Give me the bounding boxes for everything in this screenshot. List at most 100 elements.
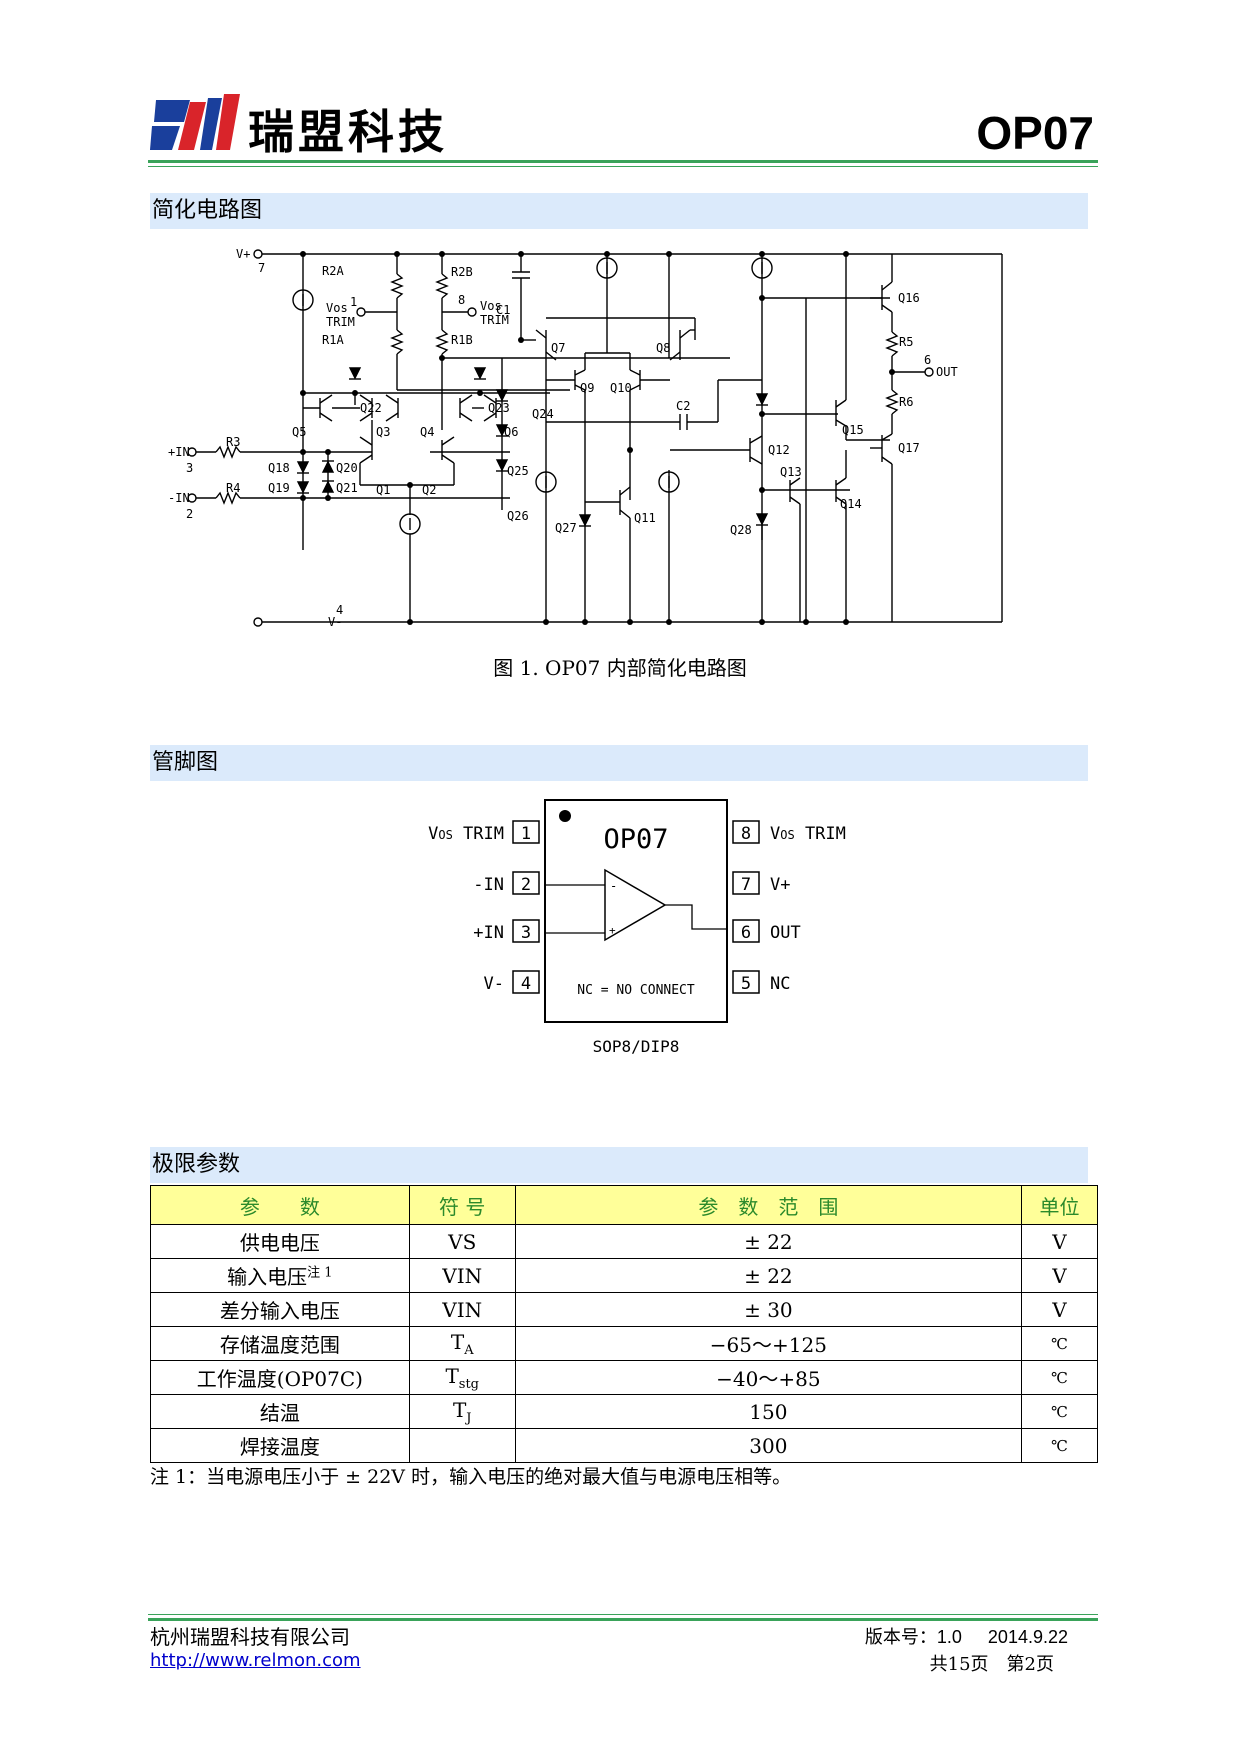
symbol-cell: VIN (408, 1292, 516, 1327)
table-row: 焊接温度 300 ℃ (150, 1428, 1098, 1463)
symbol-cell (408, 1428, 516, 1463)
label-r1b: R1B (451, 333, 473, 347)
company-logo (150, 92, 242, 152)
footer-url-link[interactable]: http://www.relmon.com (150, 1650, 361, 1671)
label-c1: C1 (496, 303, 510, 317)
pinout-diagram: OP07 - + NC = NO CONNECT 1 2 3 4 8 7 6 5… (428, 799, 846, 1056)
label-q20: Q20 (336, 461, 358, 475)
pin-2-num: 2 (521, 875, 531, 895)
header-param: 参 数 (150, 1185, 410, 1225)
label-q26: Q26 (507, 509, 529, 523)
label-r1a: R1A (322, 333, 344, 347)
label-pin3: 3 (186, 461, 193, 475)
range-cell: −65～+125 (514, 1326, 1023, 1361)
pin-6-name: OUT (770, 923, 801, 943)
note-ref: 注 1 (307, 1265, 333, 1281)
label-vos1: Vos (326, 301, 348, 315)
footer-page-info: 共15页 第2页 (929, 1654, 1054, 1675)
pin-8-name: VOS TRIM (770, 824, 846, 844)
label-pin2: 2 (186, 507, 193, 521)
unit-cell: ℃ (1021, 1326, 1098, 1361)
unit-cell: V (1021, 1292, 1098, 1327)
version-label: 版本号： (864, 1627, 937, 1648)
pin-1-name: VOS TRIM (428, 824, 504, 844)
header-range: 参 数 范 围 (514, 1185, 1023, 1225)
pin-3-name: +IN (473, 923, 504, 943)
label-q18: Q18 (268, 461, 290, 475)
label-r5: R5 (899, 335, 913, 349)
label-q1: Q1 (376, 483, 390, 497)
unit-cell: ℃ (1021, 1360, 1098, 1395)
label-q19: Q19 (268, 481, 290, 495)
opamp-plus-sign: + (609, 924, 616, 937)
label-q15: Q15 (842, 423, 864, 437)
range-cell: 150 (514, 1394, 1023, 1429)
range-cell: 300 (514, 1428, 1023, 1463)
pin-4-num: 4 (521, 974, 531, 994)
limits-table: 参 数 符 号 参 数 范 围 单位 供电电压 VS ± 22 V 输入电压注 … (150, 1185, 1098, 1463)
pin-8-num: 8 (741, 824, 751, 844)
symbol-cell: VS (408, 1224, 516, 1259)
unit-cell: V (1021, 1224, 1098, 1259)
pin-6-num: 6 (741, 923, 751, 943)
footnote: 注 1：当电源电压小于 ± 22V 时，输入电压的绝对最大值与电源电压相等。 (150, 1466, 792, 1488)
label-q24: Q24 (532, 407, 554, 421)
header-unit: 单位 (1021, 1185, 1098, 1225)
opamp-minus-sign: - (610, 879, 617, 893)
label-q7: Q7 (551, 341, 565, 355)
label-trim8: TRIM (480, 313, 509, 327)
param-cell: 供电电压 (150, 1224, 410, 1259)
label-pin8: 8 (458, 293, 465, 307)
unit-cell: ℃ (1021, 1428, 1098, 1463)
label-pin4: 4 (336, 603, 343, 617)
label-q8: Q8 (656, 341, 670, 355)
label-q5: Q5 (292, 425, 306, 439)
label-q3: Q3 (376, 425, 390, 439)
pin-7-num: 7 (741, 875, 751, 895)
label-q27: Q27 (555, 521, 577, 535)
footer-rule-thin (148, 1614, 1098, 1615)
label-pin1: 1 (350, 295, 357, 309)
range-cell: ± 22 (514, 1224, 1023, 1259)
unit-cell: ℃ (1021, 1394, 1098, 1429)
label-c2: C2 (676, 399, 690, 413)
label-q4: Q4 (420, 425, 434, 439)
table-header-row: 参 数 符 号 参 数 范 围 单位 (150, 1185, 1098, 1225)
label-q13: Q13 (780, 465, 802, 479)
table-row: 供电电压 VS ± 22 V (150, 1224, 1098, 1259)
param-cell: 焊接温度 (150, 1428, 410, 1463)
pin-5-name: NC (770, 974, 790, 994)
param-cell: 输入电压注 1 (150, 1258, 410, 1293)
symbol-cell: TJ (408, 1394, 516, 1429)
range-cell: ± 30 (514, 1292, 1023, 1327)
label-in-plus: +IN (168, 445, 190, 459)
header-rule-thin (148, 166, 1098, 167)
pin-3-num: 3 (521, 923, 531, 943)
symbol-cell: TA (408, 1326, 516, 1361)
label-r6: R6 (899, 395, 913, 409)
symbol-cell: Tstg (408, 1360, 516, 1395)
label-q14: Q14 (840, 497, 862, 511)
param-cell: 工作温度(OP07C) (150, 1360, 410, 1395)
label-q10: Q10 (610, 381, 632, 395)
version-date: 2014.9.22 (987, 1627, 1068, 1647)
pin-2-name: -IN (473, 875, 504, 895)
table-row: 输入电压注 1 VIN ± 22 V (150, 1258, 1098, 1293)
logo-mark-icon (150, 94, 240, 150)
version-number: 1.0 (936, 1627, 962, 1647)
pin-5-num: 5 (741, 974, 751, 994)
label-q11: Q11 (634, 511, 656, 525)
pin-1-num: 1 (521, 824, 531, 844)
param-cell: 存储温度范围 (150, 1326, 410, 1361)
label-vos8: Vos (480, 299, 502, 313)
part-number: OP07 (976, 107, 1094, 159)
label-vminus: V- (328, 615, 342, 629)
label-out: OUT (936, 365, 958, 379)
label-vplus: V+ (236, 247, 250, 261)
label-q16: Q16 (898, 291, 920, 305)
footer-company: 杭州瑞盟科技有限公司 (150, 1625, 350, 1649)
label-q21: Q21 (336, 481, 358, 495)
label-q25: Q25 (507, 464, 529, 478)
company-name: 瑞盟科技 (248, 105, 448, 159)
footer-version: 版本号：1.0 2014.9.22 (865, 1623, 1068, 1649)
